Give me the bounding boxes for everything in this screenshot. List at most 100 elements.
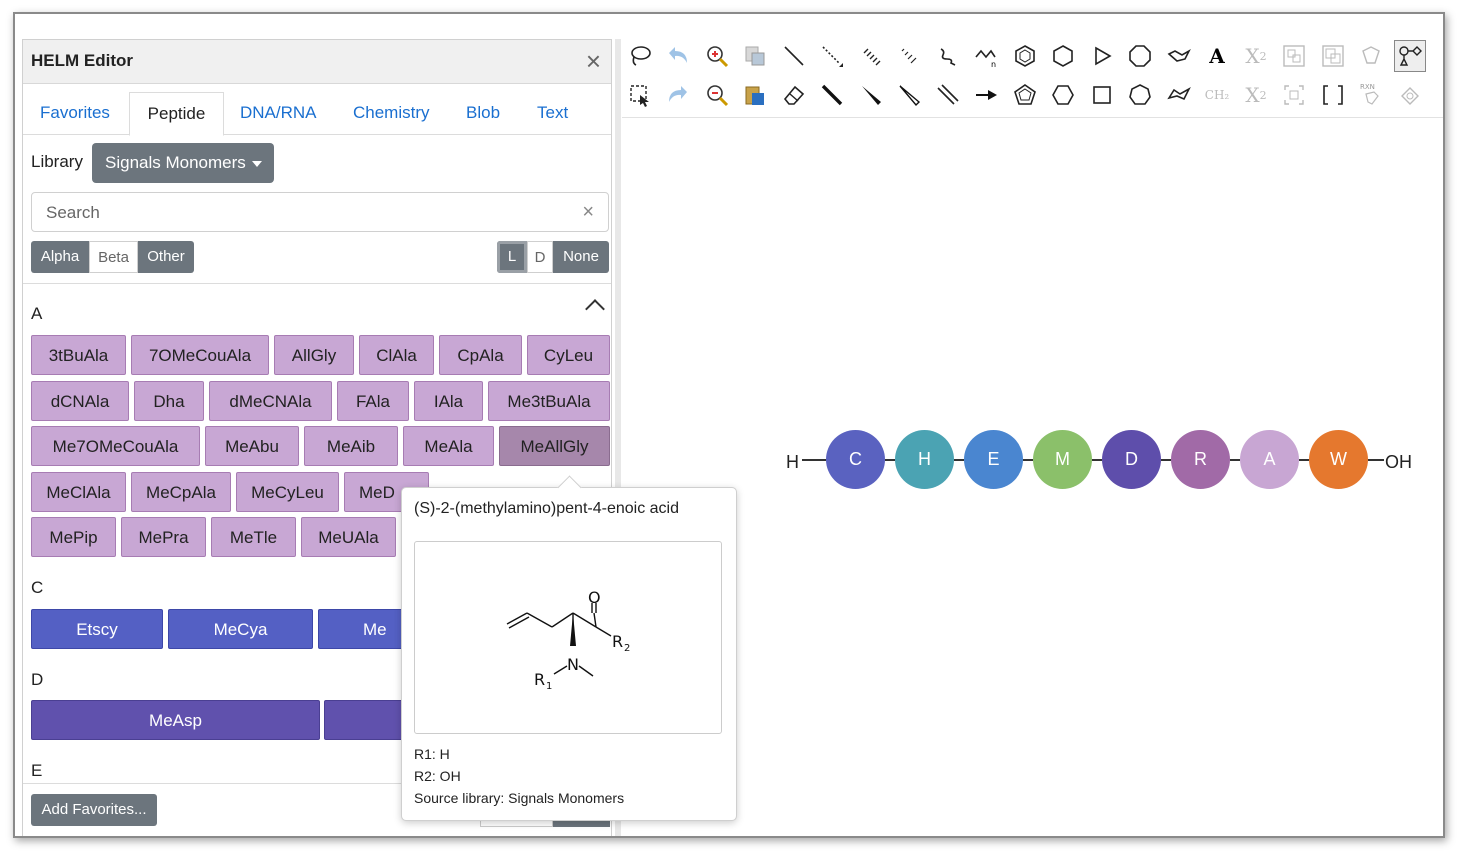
tab-blob[interactable]: Blob [466,103,501,122]
copy-icon[interactable] [740,41,770,71]
monomer-dha[interactable]: Dha [134,381,204,421]
pentagon-flat-icon[interactable] [1048,80,1078,110]
reaction-icon[interactable]: RXN [1356,80,1386,110]
select-icon[interactable] [625,80,655,110]
filter-d[interactable]: D [527,241,553,273]
close-icon[interactable]: × [585,46,601,76]
monomer-node-m[interactable]: M [1033,429,1092,489]
monomer-dcnala[interactable]: dCNAla [31,381,129,421]
lasso-icon[interactable] [625,41,655,71]
monomer-meuala[interactable]: MeUAla [301,517,396,557]
ring-icon[interactable] [1164,80,1194,110]
monomer-iala[interactable]: IAla [414,381,483,421]
ch2-icon[interactable]: CH₂ [1204,88,1230,102]
bracket-frame-icon[interactable] [1279,80,1309,110]
wavy-bond-icon[interactable] [933,41,963,71]
monomer-node-d[interactable]: D [1102,429,1161,489]
clear-icon[interactable]: × [582,201,594,223]
arrow-icon[interactable] [971,80,1001,110]
bracket-icon[interactable] [1318,80,1348,110]
monomer-node-e[interactable]: E [964,429,1023,489]
text-icon[interactable]: A [1209,44,1225,68]
monomer-meallgly[interactable]: MeAllGly [499,426,610,466]
monomer-me3tbuala[interactable]: Me3tBuAla [488,381,610,421]
monomer-fala[interactable]: FAla [337,381,409,421]
single-bond-icon[interactable] [779,41,809,71]
chain-icon[interactable]: n [971,41,1001,71]
monomer-node-w[interactable]: W [1309,429,1368,489]
monomer-meaib[interactable]: MeAib [304,426,398,466]
tab-chemistry[interactable]: Chemistry [353,103,430,122]
monomer-meala[interactable]: MeAla [403,426,494,466]
flask-icon[interactable] [1356,41,1386,71]
hashed-bond-icon[interactable] [856,41,886,71]
monomer-d-2[interactable] [324,700,408,740]
monomer-metle[interactable]: MeTle [211,517,296,557]
monomer-7omecouala[interactable]: 7OMeCouAla [131,335,269,375]
ungroup-icon[interactable] [1318,41,1348,71]
filter-alpha[interactable]: Alpha [31,241,89,273]
monomer-mecyleu[interactable]: MeCyLeu [236,472,339,512]
tab-text[interactable]: Text [537,103,569,122]
triangle-icon[interactable] [1087,41,1117,71]
monomer-me7omecouala[interactable]: Me7OMeCouAla [31,426,200,466]
double-bond-icon[interactable] [933,80,963,110]
monomer-node-h[interactable]: H [895,429,954,489]
zoom-out-icon[interactable] [702,80,732,110]
monomer-node-c[interactable]: C [826,429,885,489]
octagon-icon[interactable] [1125,41,1155,71]
svg-text:n: n [991,60,996,69]
hexagon-icon[interactable] [1048,41,1078,71]
monomer-mepip[interactable]: MePip [31,517,116,557]
search-input[interactable] [44,201,568,225]
filter-l[interactable]: L [497,241,527,273]
monomer-measp[interactable]: MeAsp [31,700,320,740]
dashed-bond-icon[interactable] [817,41,847,71]
monomer-meclala[interactable]: MeClAla [31,472,126,512]
filter-beta[interactable]: Beta [89,241,138,273]
template-icon[interactable] [1394,40,1426,72]
tab-peptide[interactable]: Peptide [129,92,224,136]
monomer-node-a[interactable]: A [1240,429,1299,489]
monomer-cyleu[interactable]: CyLeu [527,335,610,375]
bold-bond-icon[interactable] [817,80,847,110]
monomer-node-r[interactable]: R [1171,429,1230,489]
monomer-cpala[interactable]: CpAla [439,335,522,375]
benzene-icon[interactable] [1010,41,1040,71]
zoom-in-icon[interactable] [702,41,732,71]
redo-icon[interactable] [663,80,693,110]
monomer-meabu[interactable]: MeAbu [205,426,299,466]
monomer-dmecnala[interactable]: dMeCNAla [209,381,332,421]
library-dropdown[interactable]: Signals Monomers [92,143,274,183]
clean-icon[interactable] [1394,80,1424,110]
monomer-clala[interactable]: ClAla [359,335,434,375]
monomer-mepra[interactable]: MePra [121,517,206,557]
undo-icon[interactable] [663,41,693,71]
chair-icon[interactable] [1164,41,1194,71]
paste-icon[interactable] [740,80,770,110]
wedge-bond-icon[interactable] [856,80,886,110]
splitter[interactable] [615,39,621,836]
square-icon[interactable] [1087,80,1117,110]
monomer-etscy[interactable]: Etscy [31,609,163,649]
tab-favorites[interactable]: Favorites [40,103,110,122]
group-icon[interactable] [1279,41,1309,71]
eraser-icon[interactable] [779,80,809,110]
hashed-wedge-icon[interactable] [894,41,924,71]
tab-dna-rna[interactable]: DNA/RNA [240,103,317,122]
monomer-mecya[interactable]: MeCya [168,609,313,649]
filter-none[interactable]: None [553,241,609,273]
pentagon-icon[interactable] [1010,80,1040,110]
monomer-me[interactable]: Me [318,609,408,649]
monomer-mecpala[interactable]: MeCpAla [131,472,231,512]
monomer-allgly[interactable]: AllGly [274,335,354,375]
add-favorites-button[interactable]: Add Favorites... [31,794,157,826]
monomer-3tbuala[interactable]: 3tBuAla [31,335,126,375]
filter-other[interactable]: Other [138,241,194,273]
chevron-up-icon[interactable] [585,299,605,319]
heptagon-icon[interactable] [1125,80,1155,110]
hollow-wedge-icon[interactable] [894,80,924,110]
